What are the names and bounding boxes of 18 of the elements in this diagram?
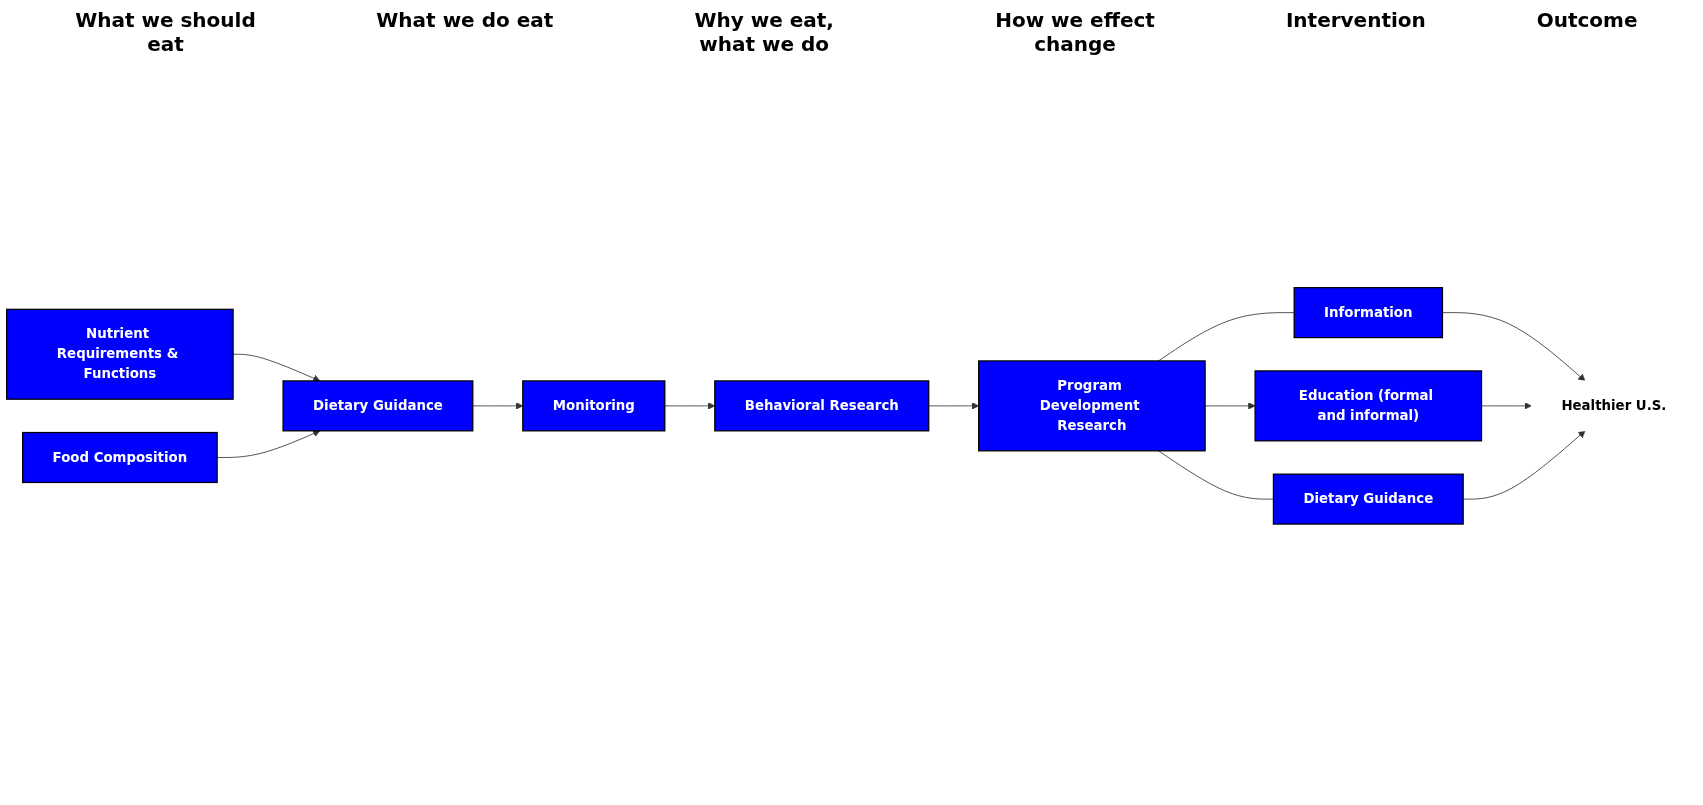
column-heading: What we should eat bbox=[74, 8, 257, 56]
column-heading: Outcome bbox=[1536, 8, 1638, 34]
node-box: Food Composition bbox=[22, 432, 218, 484]
node-box: Education (formal and informal) bbox=[1254, 370, 1483, 442]
node-box: Information bbox=[1293, 287, 1444, 339]
connector bbox=[1158, 312, 1295, 362]
node-text: Healthier U.S. bbox=[1561, 397, 1667, 414]
node-box: Behavioral Research bbox=[714, 380, 930, 432]
node-box: Program Development Research bbox=[978, 360, 1206, 452]
connector bbox=[1158, 450, 1274, 500]
node-box: Dietary Guidance bbox=[282, 380, 474, 432]
column-heading: Intervention bbox=[1285, 8, 1426, 34]
node-box: Dietary Guidance bbox=[1272, 473, 1464, 525]
column-heading: What we do eat bbox=[376, 8, 554, 34]
node-box: Nutrient Requirements & Functions bbox=[6, 308, 234, 400]
node-box: Monitoring bbox=[522, 380, 666, 432]
column-heading: How we effect change bbox=[994, 8, 1156, 56]
column-heading: Why we eat, what we do bbox=[693, 8, 835, 56]
